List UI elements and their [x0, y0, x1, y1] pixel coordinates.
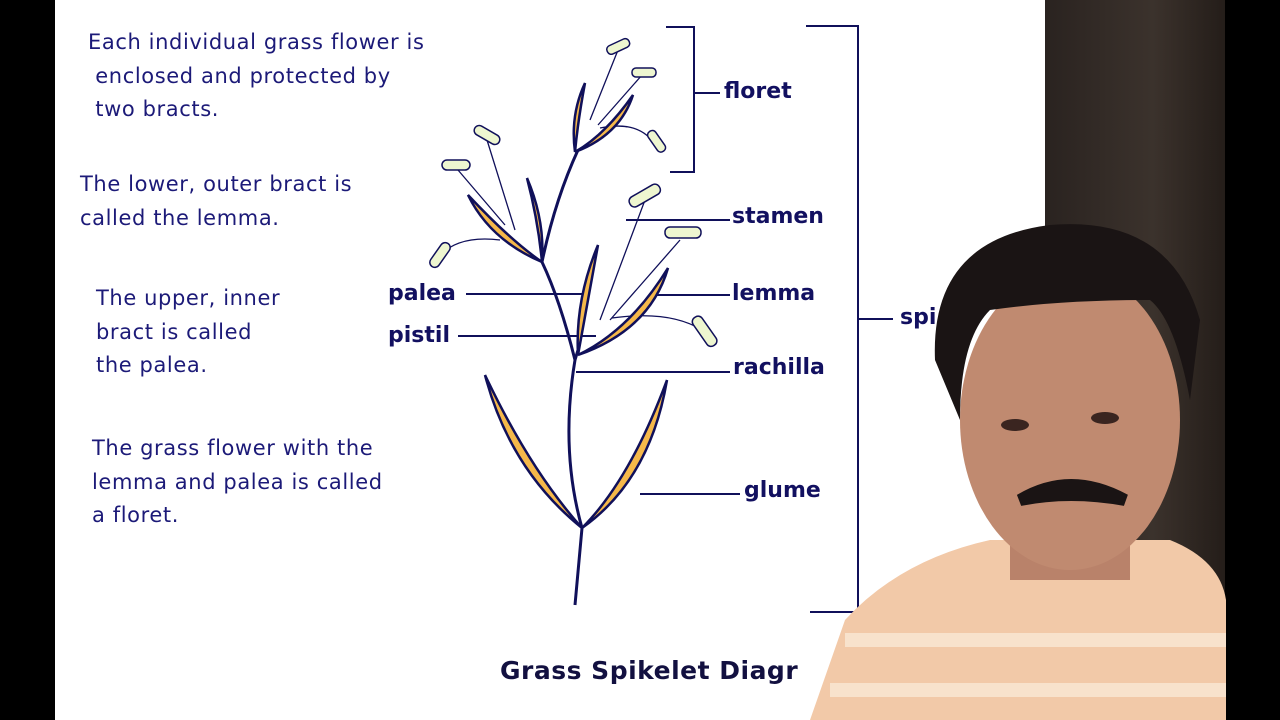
floret-text: The grass flower with the lemma and pale… — [92, 436, 383, 527]
floret-bracket — [666, 26, 720, 173]
lemma-text: The lower, outer bract is called the lem… — [80, 172, 353, 230]
label-glume: glume — [744, 478, 821, 503]
palea — [576, 244, 600, 356]
palea-text: The upper, inner bract is called the pal… — [96, 286, 281, 377]
glume-right — [581, 379, 669, 530]
label-rachilla: rachilla — [733, 355, 825, 380]
presenter-mustache — [1016, 479, 1128, 506]
label-palea: palea — [388, 281, 456, 306]
label-stamen: stamen — [732, 204, 824, 229]
label-pistil: pistil — [388, 323, 450, 348]
spikelet-bracket — [806, 25, 893, 613]
diagram-title: Grass Spikelet Diagr — [500, 656, 799, 685]
intro-text: Each individual grass flower is enclosed… — [88, 30, 425, 121]
presenter-hair — [934, 224, 1200, 420]
lemma — [577, 267, 670, 357]
glume-left — [483, 374, 583, 529]
label-floret: floret — [724, 79, 792, 104]
label-lemma: lemma — [732, 281, 816, 306]
label-spikelet: spi — [900, 305, 937, 330]
presenter-face — [960, 270, 1180, 570]
presenter-shirt — [810, 540, 1226, 720]
